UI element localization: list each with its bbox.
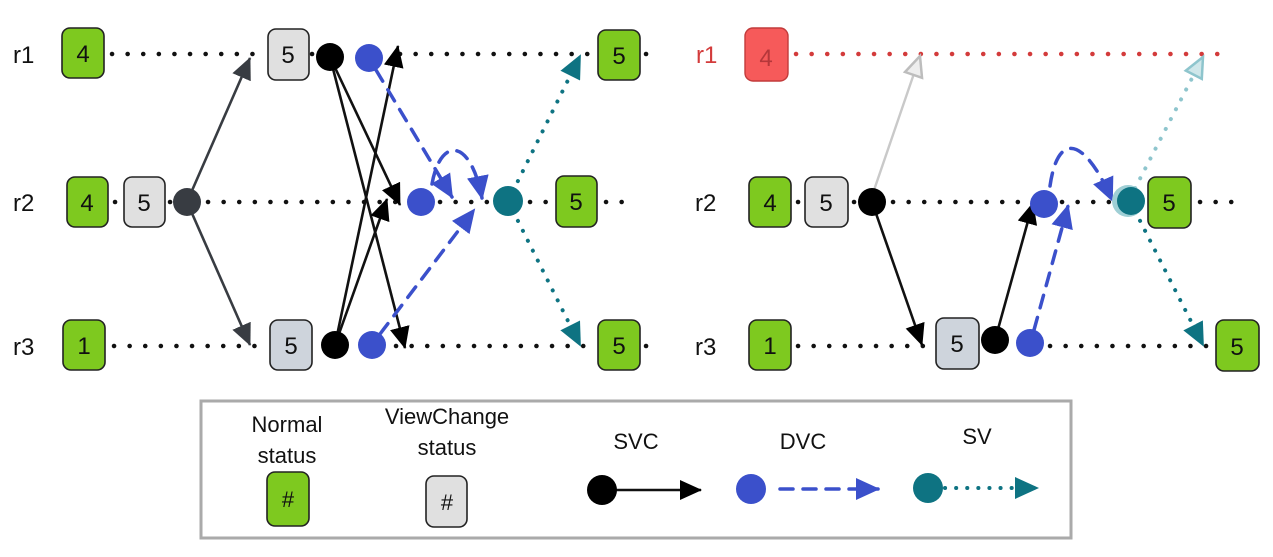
legend-viewchange-swatch — [425, 475, 468, 528]
legend-viewchange-line2: status — [418, 435, 477, 460]
normal-status-box: 5 — [1215, 319, 1260, 372]
svg-text:4: 4 — [76, 41, 89, 68]
legend: Normal status # ViewChange status # SVC … — [199, 399, 1073, 540]
dvc-send-point — [355, 44, 383, 72]
svc-arrow-r1-to-r2 — [328, 56, 402, 206]
svc-arrow-r2-to-r3 — [870, 201, 925, 346]
legend-sv-point — [913, 473, 943, 503]
svg-text:5: 5 — [612, 333, 625, 360]
svg-text:1: 1 — [77, 333, 90, 360]
svc-arrow-r2-to-r1-lost — [870, 53, 924, 197]
legend-dvc-label: DVC — [780, 429, 827, 454]
left-panel: r1 r2 r3 4 5 5 4 5 5 — [13, 27, 651, 371]
legend-viewchange-status: ViewChange status # — [385, 404, 509, 528]
dvc-arrow-r3-to-r2 — [378, 208, 476, 336]
sv-send-point — [1117, 187, 1145, 215]
legend-normal-status: Normal status # — [252, 412, 323, 527]
legend-normal-swatch — [266, 471, 310, 527]
legend-normal-line1: Normal — [252, 412, 323, 437]
svg-text:4: 4 — [80, 190, 93, 217]
svc-arrow-r3-to-r1 — [333, 45, 404, 346]
svc-send-point — [321, 331, 349, 359]
svg-text:5: 5 — [281, 42, 294, 69]
legend-dvc-point — [736, 474, 766, 504]
svc-send-point — [316, 43, 344, 71]
svg-text:4: 4 — [759, 45, 772, 72]
svg-text:5: 5 — [284, 333, 297, 360]
svc-send-point — [981, 326, 1009, 354]
svc-arrow-r3-to-r2 — [333, 198, 390, 346]
dvc-send-point — [1030, 190, 1058, 218]
dvc-arrow-r1-to-r2 — [374, 68, 454, 199]
dvc-send-point — [358, 331, 386, 359]
legend-viewchange-line1: ViewChange — [385, 404, 509, 429]
svg-text:5: 5 — [569, 189, 582, 216]
legend-normal-symbol: # — [282, 487, 295, 512]
svc-arrow-r1-to-r3 — [328, 56, 410, 349]
svc-send-point — [858, 188, 886, 216]
replica-label-r1-failed: r1 — [696, 42, 717, 69]
viewchange-status-box: 5 — [804, 176, 849, 228]
legend-frame — [199, 399, 1073, 540]
replica-label-r2: r2 — [13, 190, 34, 217]
dvc-send-point — [1016, 329, 1044, 357]
replica-label-r1: r1 — [13, 42, 34, 69]
svc-arrow-r3-to-r2 — [993, 202, 1038, 341]
svg-text:1: 1 — [763, 333, 776, 360]
viewchange-status-box: 5 — [267, 28, 310, 81]
normal-status-box: 5 — [1147, 176, 1192, 229]
dvc-arrow-r2-self — [430, 148, 489, 200]
sv-send-point — [493, 186, 523, 216]
replica-label-r3: r3 — [13, 334, 34, 361]
replica-label-r3: r3 — [695, 334, 716, 361]
svg-text:5: 5 — [137, 190, 150, 217]
normal-status-box: 4 — [66, 176, 109, 228]
legend-dvc: DVC — [736, 429, 880, 504]
legend-viewchange-symbol: # — [441, 490, 454, 515]
replica-label-r2: r2 — [695, 190, 716, 217]
right-panel: r1 r2 r3 4 4 5 5 1 5 — [695, 27, 1260, 372]
legend-svc-point — [587, 475, 617, 505]
sv-arrow-r2-to-r1 — [506, 54, 582, 203]
normal-status-box: 5 — [555, 175, 598, 228]
svc-send-point — [173, 188, 201, 216]
svg-text:5: 5 — [1230, 334, 1243, 361]
legend-normal-line2: status — [258, 443, 317, 468]
normal-status-box: 1 — [62, 319, 106, 371]
svg-text:5: 5 — [1162, 190, 1175, 217]
viewchange-status-box: 5 — [269, 319, 313, 371]
normal-status-box: 4 — [748, 176, 792, 228]
viewchange-status-box: 5 — [935, 317, 980, 370]
svc-arrow-r2-to-r1 — [185, 57, 252, 203]
svg-text:5: 5 — [950, 331, 963, 358]
svg-text:5: 5 — [612, 43, 625, 70]
normal-status-box: 4 — [61, 27, 105, 79]
normal-status-box: 5 — [597, 29, 641, 81]
sv-arrow-r2-to-r3 — [506, 199, 582, 347]
sv-arrow-r2-to-r1-lost — [1128, 54, 1205, 200]
svg-text:4: 4 — [763, 190, 776, 217]
legend-svc: SVC — [587, 429, 702, 505]
legend-sv: SV — [913, 424, 1039, 503]
dvc-arrow-r2-self — [1048, 146, 1114, 202]
svg-text:5: 5 — [819, 190, 832, 217]
dvc-arrow-r3-to-r2 — [1032, 204, 1073, 332]
viewchange-status-box: 5 — [123, 176, 166, 228]
legend-sv-label: SV — [962, 424, 992, 449]
normal-status-box: 1 — [748, 319, 792, 371]
normal-status-box: 5 — [597, 319, 641, 371]
dvc-send-point — [407, 188, 435, 216]
sv-arrow-r2-to-r3 — [1128, 199, 1205, 347]
failed-replica-box: 4 — [744, 27, 789, 82]
svc-arrow-r2-to-r3 — [185, 201, 252, 346]
legend-svc-label: SVC — [613, 429, 658, 454]
